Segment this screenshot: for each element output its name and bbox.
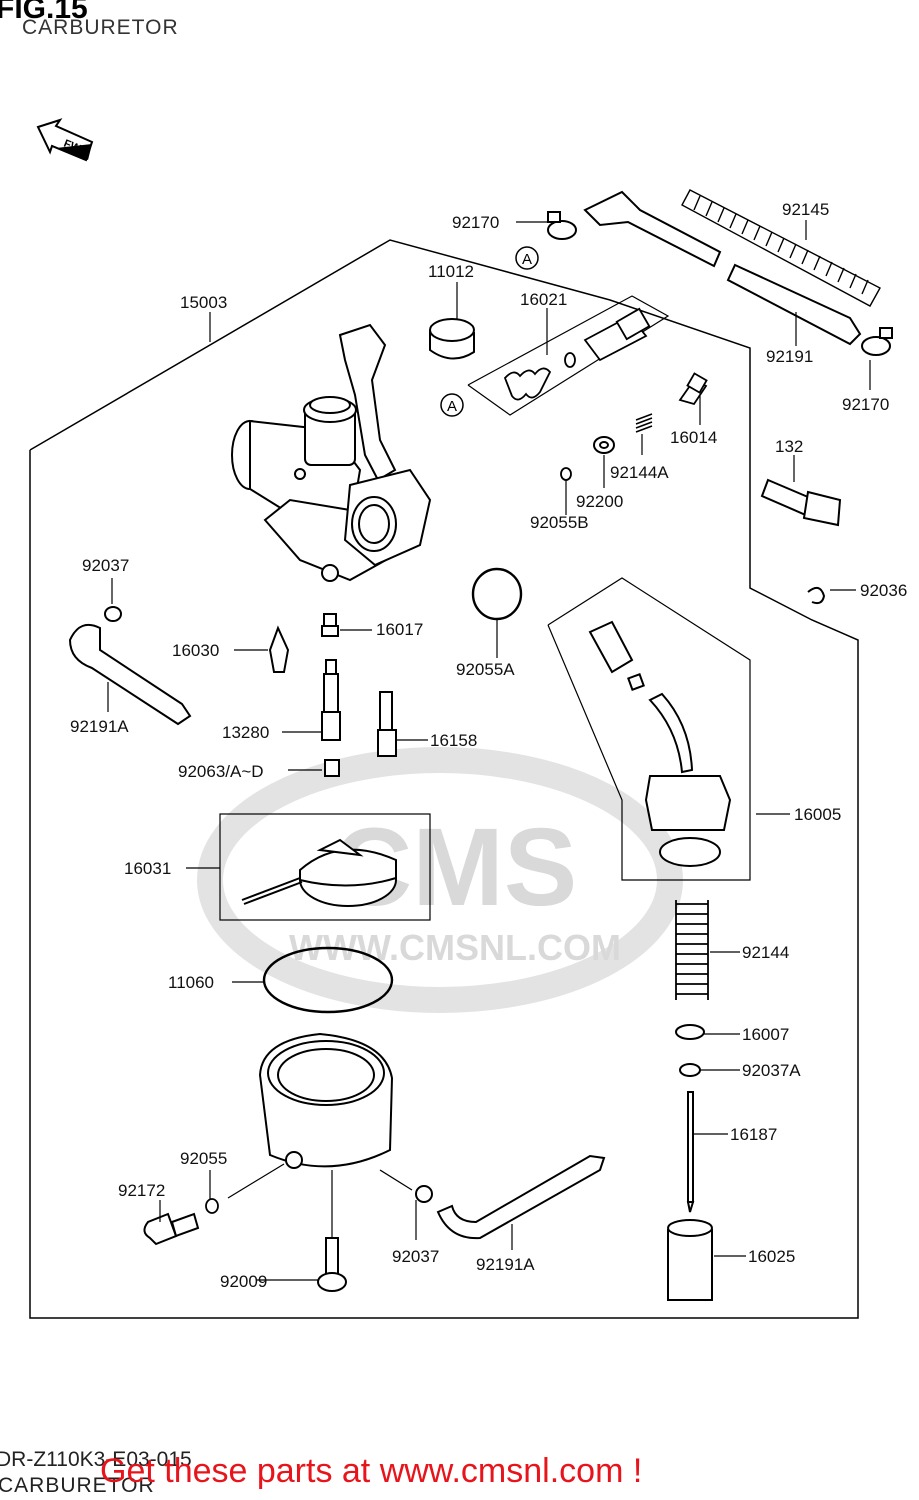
label-92172: 92172 [118, 1181, 165, 1200]
part-16005-starter [588, 620, 732, 867]
label-92170-right: 92170 [842, 395, 889, 414]
label-92170-top: 92170 [452, 213, 499, 232]
label-15003: 15003 [180, 293, 227, 312]
label-11012: 11012 [428, 262, 474, 281]
part-92191A-hose-left [68, 624, 192, 726]
part-13280-needle-jet [321, 659, 341, 741]
fwd-arrow-icon: FWD [36, 118, 94, 162]
watermark: CMS WWW.CMSNL.COM [197, 747, 683, 1013]
label-92144A: 92144A [610, 463, 669, 482]
part-16017-jet [321, 613, 339, 637]
part-92055A-oring [471, 567, 523, 621]
label-16030: 16030 [172, 641, 219, 660]
label-16017: 16017 [376, 620, 423, 639]
assembly-16005-box [547, 577, 751, 881]
part-92055B-oring [560, 467, 572, 481]
part-92063-main-jet [324, 759, 340, 777]
part-92170-clamp-top [547, 211, 577, 240]
label-92037A: 92037A [742, 1061, 801, 1080]
part-92200-washer [593, 436, 615, 454]
part-16021-screw-set [503, 307, 651, 401]
part-92055-oring [205, 1198, 219, 1214]
label-92191A-bottom: 92191A [476, 1255, 535, 1274]
part-16007-retainer [675, 1024, 705, 1040]
label-92055A: 92055A [456, 660, 515, 679]
assembly-16021-box [467, 295, 670, 416]
label-92009: 92009 [220, 1272, 267, 1291]
part-11060-gasket [262, 946, 394, 1014]
part-92144A-spring [635, 413, 653, 433]
callout-a-top: A [515, 246, 539, 270]
part-16025-throttle-valve [667, 1219, 713, 1301]
label-11060: 11060 [168, 973, 214, 992]
svg-text:A: A [522, 251, 532, 268]
label-16005: 16005 [794, 805, 841, 824]
watermark-url: WWW.CMSNL.COM [289, 927, 621, 968]
label-92055B: 92055B [530, 513, 589, 532]
section-title: CARBURETOR [22, 16, 179, 39]
part-labels: 15003 11012 16021 92170 92145 92191 9217… [70, 200, 907, 1291]
label-92191: 92191 [766, 347, 813, 366]
label-92037-bottom: 92037 [392, 1247, 439, 1266]
part-92036-clip [807, 586, 826, 605]
label-13280: 13280 [222, 723, 269, 742]
part-92037A-clip [679, 1063, 701, 1077]
part-92037-clamp-left [104, 606, 122, 622]
part-132-bolt [760, 478, 842, 527]
label-16031: 16031 [124, 859, 171, 878]
label-92145: 92145 [782, 200, 829, 219]
shop-link[interactable]: Get these parts at www.cmsnl.com ! [100, 1452, 643, 1490]
part-92172-drain-screw [143, 1212, 200, 1246]
part-92170-clamp-right [861, 327, 893, 356]
part-11012-cap [429, 318, 475, 360]
figure-number: FIG.15 [0, 0, 88, 25]
assembly-15003-boundary [29, 239, 859, 1319]
label-92036: 92036 [860, 581, 907, 600]
part-16031-float [241, 838, 397, 907]
label-92200: 92200 [576, 492, 623, 511]
label-92191A-left: 92191A [70, 717, 129, 736]
label-92055: 92055 [180, 1149, 227, 1168]
part-16187-jet-needle [686, 1091, 695, 1213]
svg-text:A: A [447, 398, 457, 415]
label-16025: 16025 [748, 1247, 795, 1266]
label-92063: 92063/A~D [178, 762, 264, 781]
part-92009-screw [317, 1237, 347, 1292]
drawing-code: DR-Z110K3-E03-015 [0, 1448, 192, 1471]
label-16021: 16021 [520, 290, 567, 309]
label-16014: 16014 [670, 428, 717, 447]
label-16007: 16007 [742, 1025, 789, 1044]
part-92191-hose [583, 190, 862, 346]
label-16158: 16158 [430, 731, 477, 750]
part-16030-float-valve [268, 625, 290, 673]
callout-a-body: A [440, 393, 464, 417]
part-16158-pilot-jet [377, 691, 397, 757]
part-92037-clamp-bottom [415, 1185, 433, 1203]
leader-lines [107, 220, 871, 1281]
part-92144-spring [675, 900, 709, 1000]
part-92145-protector [681, 189, 881, 307]
assembly-16031-box [219, 813, 431, 921]
carburetor-body [231, 323, 432, 582]
part-16014-screw [678, 372, 708, 406]
label-16187: 16187 [730, 1125, 777, 1144]
label-92037-left: 92037 [82, 556, 129, 575]
label-92144: 92144 [742, 943, 789, 962]
float-bowl [258, 1032, 394, 1169]
footer-section-name: CARBURETOR [0, 1474, 155, 1497]
label-132: 132 [775, 437, 803, 456]
part-92191A-hose-bottom [436, 1154, 606, 1240]
